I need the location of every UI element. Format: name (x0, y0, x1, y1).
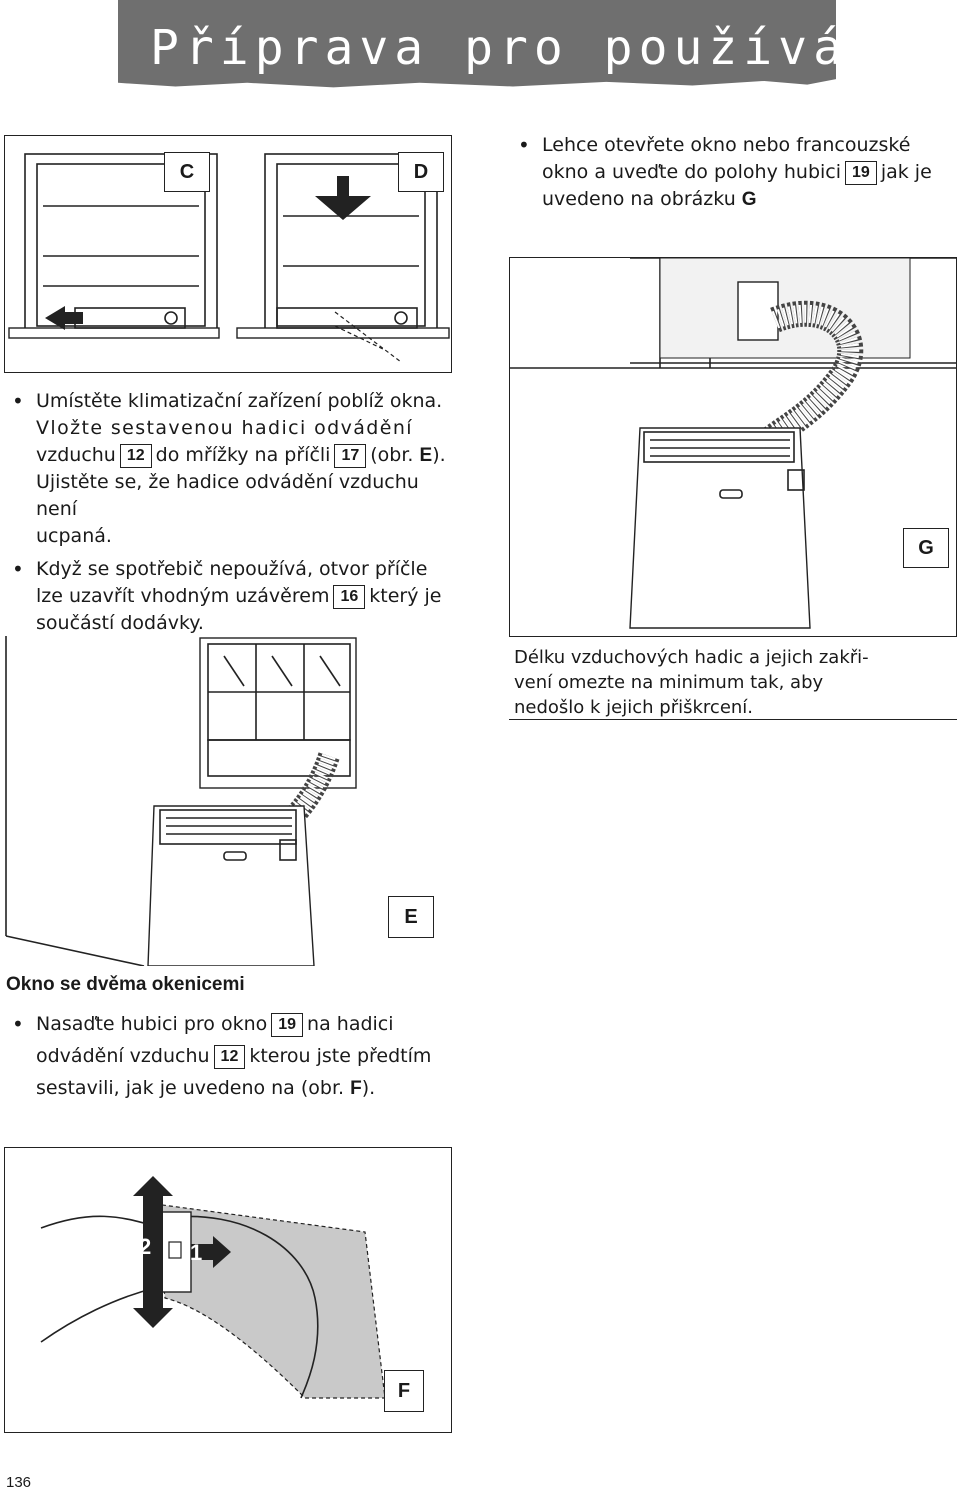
instructions-right-top: Lehce otevřete okno nebo francouzské okn… (514, 132, 960, 213)
text-line: Ujistěte se, že hadice odvádění vzduchu … (36, 471, 419, 520)
text-line: odvádění vzduchu (36, 1045, 210, 1067)
header-banner (118, 0, 836, 88)
figure-label-d: D (398, 152, 444, 192)
window-illustration-cd (8, 153, 450, 363)
section-heading: Okno se dvěma okenicemi (6, 974, 245, 995)
ref-badge-17: 17 (334, 443, 367, 468)
figure-label-e: E (388, 896, 434, 938)
text-line: Když se spotřebič nepoužívá, otvor příčl… (36, 558, 428, 580)
figure-g (509, 257, 957, 637)
page-number: 136 (6, 1474, 32, 1491)
page-title: Příprava pro používání (150, 20, 918, 76)
figure-label-g: G (903, 528, 949, 568)
ref-badge-12: 12 (119, 443, 152, 468)
figure-ref: F (350, 1078, 362, 1099)
text-line: Vložte sestavenou hadici odvádění (36, 417, 413, 439)
instruction-close-opening: Když se spotřebič nepoužívá, otvor příčl… (8, 556, 452, 637)
ref-badge-16: 16 (333, 584, 366, 609)
figure-e (4, 636, 456, 966)
text-line: součástí dodávky. (36, 612, 204, 634)
note-underline (509, 719, 957, 720)
figure-label-f: F (384, 1370, 424, 1412)
ref-badge-19: 19 (271, 1012, 304, 1037)
text-line: Nasaďte hubici pro okno (36, 1013, 268, 1035)
instructions-left: Umístěte klimatizační zařízení poblíž ok… (8, 388, 452, 637)
note-line: vení omezte na minimum tak, aby (514, 672, 824, 693)
figure-ref: E (419, 445, 433, 466)
step-number-1: 1 (190, 1240, 203, 1265)
note-line: Délku vzduchových hadic a jejich zakři- (514, 647, 869, 668)
text-line: ). (361, 1077, 376, 1099)
text-line: vzduchu (36, 444, 116, 466)
text-line: (obr. (370, 444, 414, 466)
text-line: do mřížky na příčli (155, 444, 331, 466)
hose-length-note: Délku vzduchových hadic a jejich zakři- … (514, 645, 954, 720)
text-line: na hadici (307, 1013, 394, 1035)
text-line: Lehce otevřete okno nebo francouzské (542, 134, 911, 156)
text-line: ). (432, 444, 446, 466)
figure-f (4, 1147, 452, 1433)
text-line: ucpaná. (36, 525, 112, 547)
text-line: jak je (880, 161, 932, 183)
ref-badge-19: 19 (845, 160, 877, 185)
text-line: lze uzavřít vhodným uzávěrem (36, 585, 330, 607)
instruction-place-unit: Umístěte klimatizační zařízení poblíž ok… (8, 388, 452, 550)
figure-ref: G (741, 189, 757, 210)
note-line: nedošlo k jejich přiškrcení. (514, 697, 754, 718)
nozzle-hose-illustration (40, 1176, 386, 1399)
text-line: kterou jste předtím (249, 1045, 432, 1067)
instruction-open-window: Lehce otevřete okno nebo francouzské okn… (514, 132, 960, 213)
step-number-2: 2 (139, 1234, 152, 1259)
text-line: Umístěte klimatizační zařízení poblíž ok… (36, 390, 443, 412)
figure-c-d (4, 135, 452, 373)
ref-badge-12: 12 (213, 1044, 246, 1069)
text-line: sestavili, jak je uvedeno na (obr. (36, 1077, 345, 1099)
text-line: který je (369, 585, 442, 607)
figure-label-c: C (164, 152, 210, 192)
text-line: uvedeno na obrázku (542, 188, 736, 210)
french-window-illustration (510, 258, 956, 629)
text-line: okno a uveďte do polohy hubici (542, 161, 842, 183)
window-unit-illustration (5, 636, 357, 966)
